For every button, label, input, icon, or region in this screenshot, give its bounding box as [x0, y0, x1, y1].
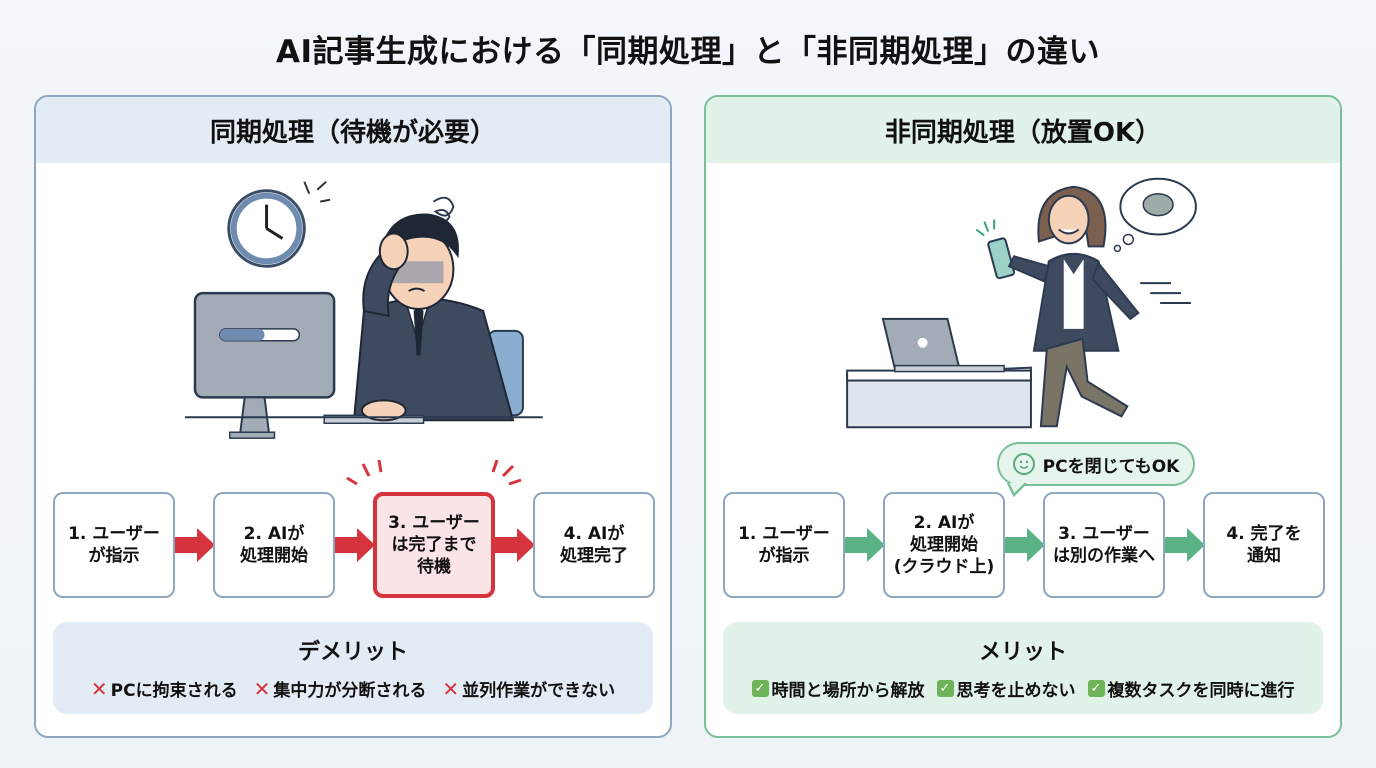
callout-bubble: PCを閉じてもOK	[997, 442, 1195, 486]
smiley-icon	[1012, 453, 1035, 475]
sync-panel-header: 同期処理（待機が必要）	[36, 97, 670, 163]
async-panel: 非同期処理（放置OK）	[704, 95, 1342, 738]
merits-box: メリット ✓ 時間と場所から解放 ✓ 思考を止めない ✓ 複数タスクを同時に進行	[723, 622, 1323, 714]
sync-step-1: 1. ユーザー が指示	[53, 492, 175, 598]
merit-item: ✓ 時間と場所から解放	[751, 676, 925, 701]
stressed-worker-illustration	[185, 181, 543, 439]
sync-panel: 同期処理（待機が必要）	[34, 95, 672, 738]
brain-thought-icon	[1113, 177, 1197, 253]
sync-step-2: 2. AIが 処理開始	[213, 492, 335, 598]
sync-step-4: 4. AIが 処理完了	[533, 492, 655, 598]
demerit-item: ✕ PCに拘束される	[90, 676, 238, 702]
arrow-right-icon	[175, 528, 215, 562]
check-icon: ✓	[1087, 680, 1105, 697]
check-icon: ✓	[936, 680, 954, 697]
async-step-1: 1. ユーザー が指示	[723, 492, 845, 598]
merits-title: メリット	[978, 640, 1067, 665]
page-title: AI記事生成における「同期処理」と「非同期処理」の違い	[275, 34, 1101, 70]
async-flow: 1. ユーザー が指示 2. AIが 処理開始 (クラウド上) 3. ユーザー …	[723, 492, 1325, 600]
merit-item: ✓ 思考を止めない	[936, 676, 1076, 701]
callout-text: PCを閉じてもOK	[1042, 456, 1180, 477]
sync-flow: 1. ユーザー が指示 2. AIが 処理開始 3. ユーザー は完了まで 待機…	[53, 460, 655, 600]
clock-icon	[227, 181, 331, 268]
arrow-right-icon	[495, 528, 535, 562]
alert-burst-icon	[346, 460, 522, 486]
async-step-2: 2. AIが 処理開始 (クラウド上)	[883, 492, 1005, 598]
arrow-right-icon	[1165, 528, 1205, 562]
demerit-item: ✕ 集中力が分断される	[253, 676, 427, 702]
callout-tail	[1006, 483, 1027, 497]
x-icon: ✕	[442, 676, 460, 701]
demerits-box: デメリット ✕ PCに拘束される ✕ 集中力が分断される ✕ 並列作業ができない	[53, 622, 653, 714]
arrow-right-icon	[335, 528, 375, 562]
sync-step-3-highlighted: 3. ユーザー は完了まで 待機	[373, 492, 495, 598]
async-panel-header: 非同期処理（放置OK）	[706, 97, 1340, 163]
async-step-4: 4. 完了を 通知	[1203, 492, 1325, 598]
x-icon: ✕	[90, 676, 108, 701]
async-step-3: 3. ユーザー は別の作業へ	[1043, 492, 1165, 598]
merit-item: ✓ 複数タスクを同時に進行	[1087, 676, 1295, 701]
check-icon: ✓	[751, 680, 769, 697]
x-icon: ✕	[253, 676, 271, 701]
demerit-item: ✕ 並列作業ができない	[442, 676, 616, 702]
demerits-title: デメリット	[297, 640, 408, 665]
arrow-right-icon	[845, 528, 885, 562]
relaxed-worker-illustration	[846, 177, 1197, 429]
arrow-right-icon	[1005, 528, 1045, 562]
